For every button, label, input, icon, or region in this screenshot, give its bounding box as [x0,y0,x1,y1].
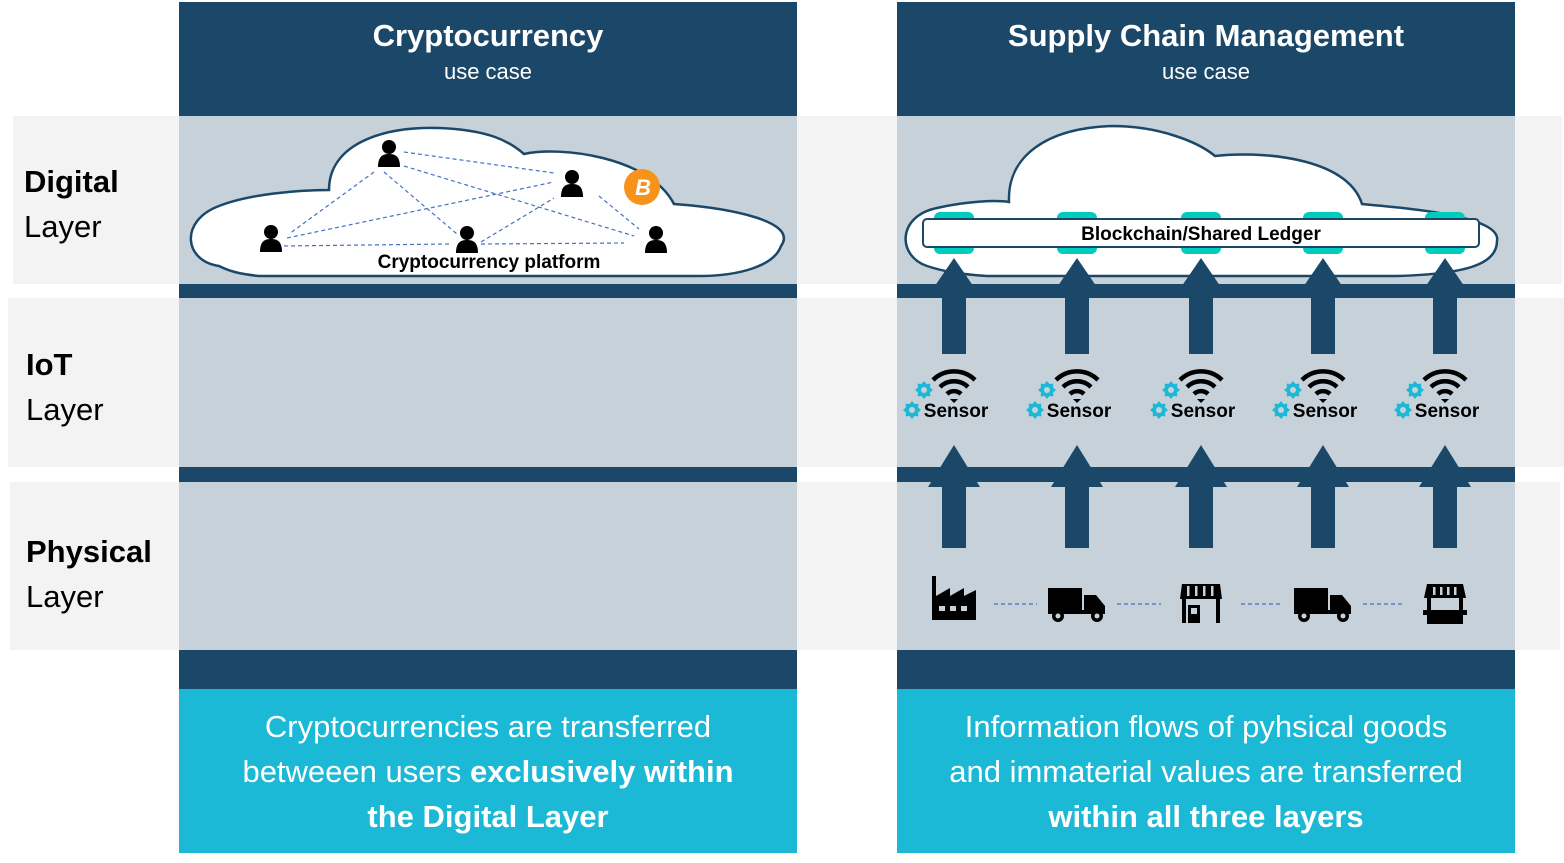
sensor: Sensor [1026,369,1112,422]
layer-label-iot: IoT Layer [26,342,104,432]
arrow-up-iot-to-digital [1419,258,1471,354]
sensor-label: Sensor [1171,401,1236,422]
gear-icon [1026,381,1056,419]
layer-label-digital-bold: Digital [24,164,119,199]
crypto-caption-line-3: the Digital Layer [179,794,797,839]
supply-chain-header: Supply Chain Management use case [879,16,1533,86]
factory-icon [932,576,976,620]
sensor: Sensor [903,369,989,422]
ledger-bar [922,218,1480,248]
wifi-icon [1054,369,1100,396]
crypto-caption-line-3-bold: the Digital Layer [367,798,609,834]
svg-text:B: B [635,175,651,200]
crypto-subtitle: use case [443,59,533,84]
arrow-up-physical-to-iot [1419,445,1471,548]
sensors: Sensor Sensor Sensor Sensor Sensor [903,369,1480,422]
sensor: Sensor [1272,369,1358,422]
truck-icon [1294,588,1351,622]
supply-chain-subtitle: use case [1161,59,1251,84]
supply-chain-caption-line-3-bold: within all three layers [1048,798,1364,834]
layer-label-iot-rest: Layer [26,392,104,427]
market-stall-icon [1423,584,1467,624]
user-icon [378,140,400,167]
layer-label-digital: Digital Layer [24,159,119,249]
sensor-label: Sensor [1415,401,1480,422]
gear-icon [1150,381,1180,419]
bitcoin-icon: B [624,169,660,205]
store-icon [1180,584,1222,623]
sensor-label: Sensor [1047,401,1112,422]
gear-icon [1272,381,1302,419]
arrow-up-physical-to-iot [1297,445,1349,548]
gear-icon [903,381,933,419]
crypto-caption-line-2: betweeen users exclusively within [179,749,797,794]
user-icon [645,226,667,253]
layer-label-physical-rest: Layer [26,579,104,614]
layer-label-physical: Physical Layer [26,529,152,619]
wifi-icon [1178,369,1224,396]
user-icon [456,226,478,253]
layer-label-physical-bold: Physical [26,534,152,569]
wifi-icon [1300,369,1346,396]
user-icon [260,225,282,252]
supply-chain-caption-line-2: and immaterial values are transferred [949,753,1463,789]
wifi-icon [931,369,977,396]
sensor-label: Sensor [924,401,989,422]
arrow-up-physical-to-iot [1051,445,1103,548]
arrow-up-iot-to-digital [1297,258,1349,354]
crypto-physical-row [179,482,797,650]
sensor-label: Sensor [1293,401,1358,422]
layer-label-iot-bold: IoT [26,347,73,382]
arrow-up-iot-to-digital [928,258,980,354]
layer-label-digital-rest: Layer [24,209,102,244]
crypto-iot-row [179,298,797,467]
user-icon [561,170,583,197]
supply-chain-title: Supply Chain Management [1007,18,1405,53]
flow-arrows [928,258,1471,548]
arrow-up-iot-to-digital [1051,258,1103,354]
truck-icon [1048,588,1105,622]
supply-chain-caption-line-1: Information flows of pyhsical goods [964,708,1448,744]
arrow-up-physical-to-iot [1175,445,1227,548]
sensor: Sensor [1394,369,1480,422]
arrow-up-physical-to-iot [928,445,980,548]
arrow-up-iot-to-digital [1175,258,1227,354]
crypto-caption: Cryptocurrencies are transferred betweee… [179,689,797,853]
crypto-caption-line-2-bold: exclusively within [469,753,734,789]
crypto-caption-line-1: Cryptocurrencies are transferred [264,708,712,744]
ledger-label: Blockchain/Shared Ledger [1081,224,1321,245]
crypto-header: Cryptocurrency use case [179,16,797,86]
wifi-icon [1422,369,1468,396]
supply-chain-caption-line-3: within all three layers [897,794,1515,839]
supply-chain-caption: Information flows of pyhsical goods and … [897,689,1515,853]
crypto-cloud-diagram: B Cryptocurrency platform [189,126,785,278]
cloud-shape [189,126,785,278]
crypto-cloud-label: Cryptocurrency platform [378,252,601,273]
sensor: Sensor [1150,369,1236,422]
crypto-caption-line-2-plain: betweeen users [242,753,470,789]
gear-icon [1394,381,1424,419]
network-links [283,151,640,247]
physical-chain [932,576,1467,624]
user-icons [260,140,667,253]
crypto-title: Cryptocurrency [372,18,604,53]
